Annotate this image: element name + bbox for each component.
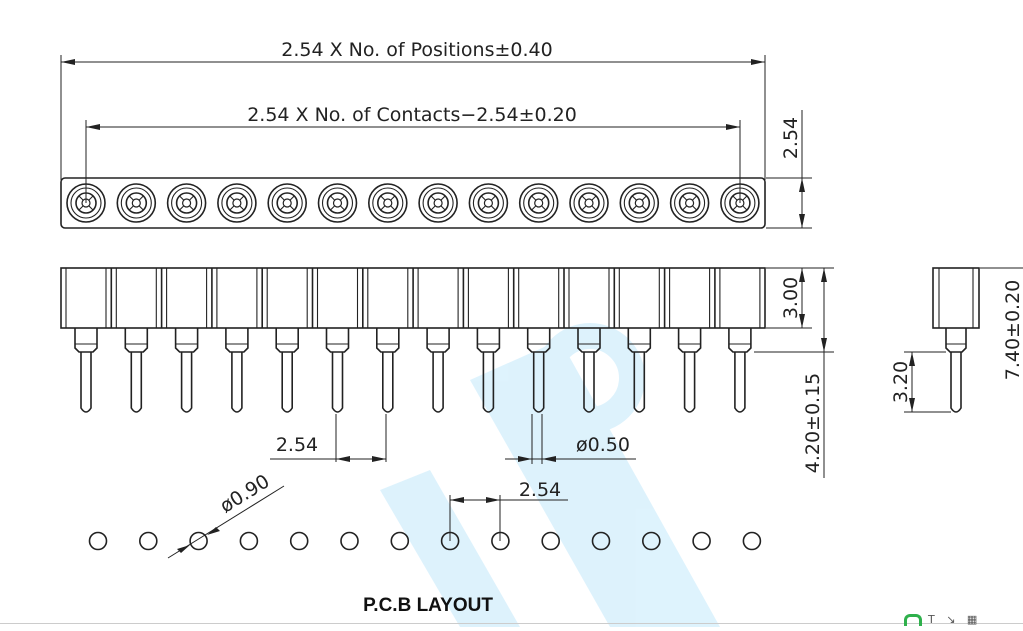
pcb-hole (692, 531, 711, 551)
top-socket (317, 183, 358, 223)
overall-length-label: 2.54 X No. of Positions±0.40 (281, 39, 552, 61)
pcb-hole (541, 531, 561, 551)
front-socket (65, 268, 107, 413)
row-width-label: 2.54 (780, 117, 802, 159)
page-bottom-rule (0, 623, 1023, 624)
total-height-dimension: 7.40±0.20 (980, 267, 1023, 381)
front-socket (361, 268, 409, 413)
contact-span-dimension: 2.54 X No. of Contacts−2.54±0.20 (85, 104, 741, 203)
pcb-hole (289, 531, 309, 551)
total-height-label: 7.40±0.20 (1002, 280, 1023, 381)
side-pin-length-label: 3.20 (890, 361, 912, 403)
top-socket (518, 183, 559, 223)
pcb-hole (742, 531, 762, 551)
body-height-dimension: 3.00 (766, 267, 834, 329)
top-socket (367, 183, 408, 223)
pcb-layout (88, 531, 762, 551)
front-socket (462, 268, 509, 413)
pin-length-dimension: 4.20±0.15 (754, 268, 834, 478)
row-width-dimension: 2.54 (766, 110, 812, 229)
watermark (380, 323, 720, 627)
hole-diameter-dimension: ø0.90 (167, 470, 285, 559)
pcb-hole (390, 531, 410, 551)
pitch-dimension: 2.54 (270, 414, 387, 462)
front-socket (261, 268, 308, 413)
front-view (60, 267, 766, 413)
brand-logo-icon (904, 614, 922, 626)
front-socket (412, 268, 459, 413)
layout-pitch-dimension: 2.54 (449, 479, 568, 541)
pin-diameter-dimension: ø0.50 (505, 414, 636, 464)
contact-span-label: 2.54 X No. of Contacts−2.54±0.20 (247, 104, 577, 126)
front-socket (714, 268, 761, 413)
front-socket (512, 268, 560, 413)
pcb-hole (340, 531, 359, 551)
pin-diameter-label: ø0.50 (576, 434, 630, 456)
pin-length-label: 4.20±0.15 (802, 373, 824, 474)
pcb-hole (189, 531, 208, 551)
logo-fragment: T ↘ ▦ (904, 612, 1023, 627)
pcb-hole (641, 531, 661, 551)
top-socket (267, 183, 308, 223)
body-height-label: 3.00 (780, 277, 802, 319)
pcb-hole (139, 531, 158, 551)
top-socket (619, 183, 660, 223)
top-socket (468, 183, 509, 223)
pcb-holes (88, 531, 762, 551)
pcb-hole (239, 531, 259, 551)
front-view-sockets (65, 268, 761, 413)
top-view (60, 177, 766, 229)
side-view (932, 267, 980, 413)
front-socket (563, 268, 610, 413)
top-socket (569, 183, 609, 223)
pitch-label: 2.54 (276, 434, 318, 456)
pcb-hole (591, 531, 611, 551)
top-socket (166, 183, 207, 223)
front-socket (663, 268, 711, 413)
side-pin-length-dimension: 3.20 (890, 351, 951, 413)
front-socket (211, 268, 258, 413)
pcb-hole (88, 531, 108, 551)
front-socket (160, 268, 208, 413)
overall-length-dimension: 2.54 X No. of Positions±0.40 (60, 39, 766, 180)
pcb-layout-title: P.C.B LAYOUT (363, 595, 493, 616)
top-socket (669, 183, 710, 223)
top-view-sockets (66, 183, 760, 223)
front-socket (613, 268, 660, 413)
front-socket (311, 268, 359, 413)
top-socket (116, 183, 157, 223)
top-socket (418, 183, 458, 223)
top-socket (217, 183, 257, 223)
layout-pitch-label: 2.54 (519, 479, 561, 501)
toolbar-icons-fragment: T ↘ ▦ (928, 613, 982, 626)
front-socket (110, 268, 157, 413)
